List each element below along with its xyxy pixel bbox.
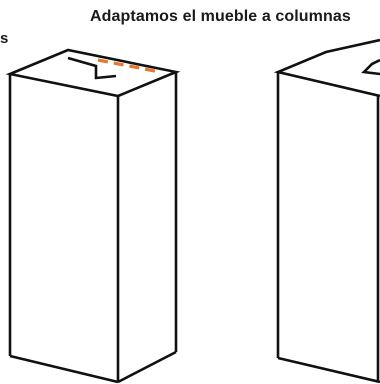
right-block-top-face — [273, 38, 380, 98]
furniture-block-right — [273, 38, 380, 384]
right-block-bottom-left — [277, 356, 380, 384]
left-block-bottom-right — [117, 350, 177, 384]
left-block-notch — [67, 56, 117, 80]
diagram-title: Adaptamos el mueble a columnas — [90, 8, 351, 25]
dashed-cut-line — [97, 58, 161, 74]
left-block-top-face — [5, 48, 181, 98]
furniture-block-left — [5, 48, 181, 384]
left-block-bottom-left — [9, 354, 119, 384]
cropped-left-text: s — [0, 30, 9, 47]
right-block-notch — [361, 58, 380, 76]
